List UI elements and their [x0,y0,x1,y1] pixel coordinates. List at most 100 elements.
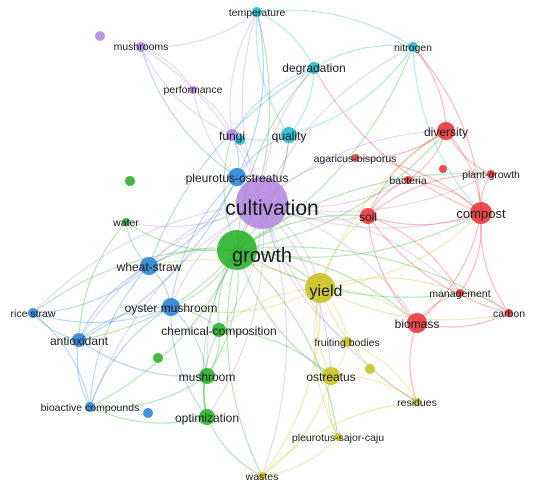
node-optimization [199,409,215,425]
edge-residues-fruiting-bodies [346,341,418,403]
edge-compost-agaricus-bisporus [354,157,482,214]
node-pleurotus-sajor-caju [334,433,342,441]
label-residues: residues [397,397,437,409]
label-antioxidant: antioxidant [50,334,109,348]
edge-yield-diversity [319,130,447,289]
node-rice-straw [28,308,38,318]
edge-yield-wastes [261,287,321,477]
edge-mushroom-bioactive-compounds [89,375,208,409]
node-wheat-straw [140,257,158,275]
node-chemical-composition [212,323,226,337]
edge-growth-optimization [202,249,238,418]
edge-cultivation-optimization [206,202,265,418]
edge-oyster-mushroom-mushroom [170,306,208,377]
label-quality: quality [272,129,307,143]
edge-soil-biomass [367,215,418,324]
edge-quality-temperature [255,11,290,136]
node-marker-2 [153,353,163,363]
label-agaricus-bisporus: agaricus-bisporus [314,153,397,165]
label-diversity: diversity [424,125,468,139]
edge-oyster-mushroom-optimization [170,306,208,418]
node-diversity [437,122,455,140]
node-performance [189,86,197,94]
label-bacteria: bacteria [389,175,427,187]
node-quality [281,127,297,143]
node-soil [360,208,376,224]
edge-cultivation-bioactive-compounds [89,202,263,408]
edge-compost-soil [367,212,482,226]
label-management: management [429,288,490,300]
edge-wheat-straw-antioxidant [78,265,150,341]
edge-pleurotus-ostreatus-mushrooms [140,46,238,178]
label-mushrooms: mushrooms [114,41,169,53]
node-temperature [252,7,262,17]
edge-soil-carbon [367,215,510,314]
node-nitrogen [408,42,418,52]
node-degradation [308,62,320,74]
label-cultivation: cultivation [225,197,318,220]
node-agaricus-bisporus [351,154,359,162]
node-mushrooms [136,42,146,52]
edge-yield-residues [319,287,418,403]
edge-compost-degradation [313,67,482,214]
node-yield [305,273,335,303]
edge-diversity-soil [367,130,447,217]
edge-oyster-mushroom-bioactive-compounds [89,306,172,408]
edge-yield-compost [319,212,482,289]
edge-diversity-nitrogen [412,46,447,132]
label-bioactive-compounds: bioactive compounds [41,402,140,414]
edge-wheat-straw-rice-straw [32,265,150,314]
edge-growth-wastes [226,249,263,477]
node-biomass [407,313,427,333]
edge-growth-pleurotus-sajor-caju [236,249,339,438]
label-temperature: temperature [229,7,286,19]
label-fungi: fungi [219,129,245,143]
network-labels: cultivationgrowthyieldcompostdiversityso… [11,7,526,483]
node-ostreatus [322,367,340,385]
edge-water-antioxidant [78,221,127,341]
edge-mushrooms-temperature [140,11,258,48]
edge-cultivation-nitrogen [261,46,414,204]
label-chemical-composition: chemical-composition [161,324,276,338]
label-wheat-straw: wheat-straw [116,260,182,274]
label-growth: growth [232,245,292,267]
node-marker-3 [143,408,153,418]
edge-degradation-temperature [256,11,315,69]
edge-quality-nitrogen [288,46,414,136]
edge-mushrooms-fungi [140,46,233,136]
edge-yield-pleurotus-sajor-caju [313,287,339,438]
edge-pleurotus-ostreatus-temperature [236,11,265,178]
label-wastes: wastes [245,471,279,483]
label-mushroom: mushroom [179,370,236,384]
node-marker-6 [439,165,447,173]
label-rice-straw: rice straw [11,308,56,320]
label-compost: compost [456,206,506,221]
node-residues [413,398,421,406]
edge-growth-management [236,249,461,298]
node-pleurotus-ostreatus [228,168,246,186]
edge-wastes-residues [261,401,418,477]
node-marker-0 [95,31,105,41]
edge-growth-degradation [236,67,315,251]
edge-wheat-straw-bioactive-compounds [89,265,150,408]
edge-growth-rice-straw [32,249,238,314]
edge-yield-management [319,277,461,294]
node-bioactive-compounds [85,402,95,412]
node-wastes [258,472,266,480]
edge-wheat-straw-pleurotus-ostreatus [148,176,238,267]
edge-pleurotus-ostreatus-antioxidant [78,176,238,341]
edge-mushrooms-performance [140,46,194,91]
node-fruiting-bodies [342,337,352,347]
edge-cultivation-management [261,202,461,294]
node-bacteria [404,176,412,184]
edge-quality-degradation [288,67,315,136]
node-plant-growth [487,170,495,178]
label-carbon: carbon [493,308,525,320]
edge-cultivation-plant-growth [261,173,492,213]
edge-growth-plant-growth [236,172,492,251]
label-fruiting-bodies: fruiting bodies [314,337,379,349]
node-management [456,289,464,297]
edge-diversity-agaricus-bisporus [354,130,447,159]
edge-compost-biomass [416,212,482,324]
edge-oyster-mushroom-rice-straw [32,306,172,324]
